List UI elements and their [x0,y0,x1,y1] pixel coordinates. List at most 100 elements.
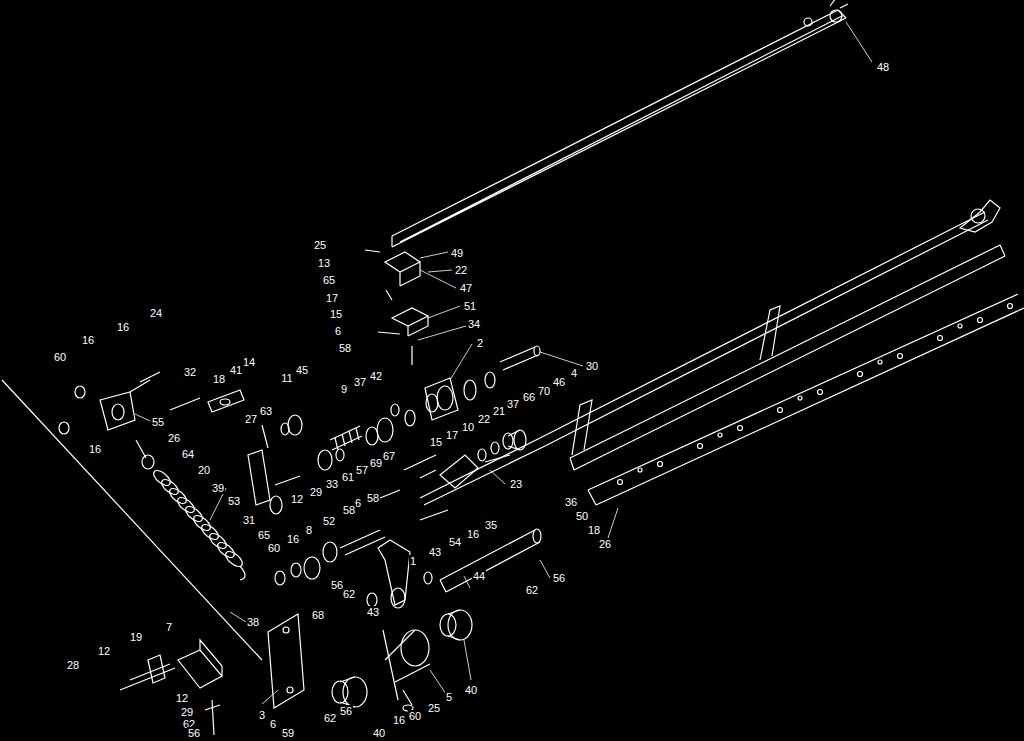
callout-number: 3 [258,709,266,721]
bearing-parts [281,346,540,488]
callout-number: 45 [295,364,309,376]
callout-number: 18 [587,524,601,536]
callout-number: 5 [445,691,453,703]
callout-number: 37 [506,398,520,410]
callout-number: 25 [427,702,441,714]
callout-number: 29 [180,706,194,718]
end-fitting [830,10,842,22]
callout-number: 9 [340,383,348,395]
callout-number: 67 [382,450,396,462]
bracket [392,308,428,336]
callout-number: 17 [445,429,459,441]
angle-rail [570,245,1005,470]
callout-number: 7 [165,621,173,633]
callout-number: 52 [322,515,336,527]
callout-number: 6 [334,325,342,337]
callout-number: 59 [281,727,295,739]
callout-number: 56 [552,572,566,584]
callout-number: 15 [329,308,343,320]
callout-number: 6 [269,718,277,730]
callout-number: 62 [525,584,539,596]
end-fitting [804,18,812,26]
callout-number: 60 [53,351,67,363]
callout-number: 58 [342,504,356,516]
callout-number: 26 [598,538,612,550]
callout-number: 17 [325,292,339,304]
lever [248,450,270,505]
callout-number: 69 [369,457,383,469]
end-fitting [830,0,848,8]
callout-number: 49 [450,247,464,259]
callout-number: 10 [461,421,475,433]
callout-number: 34 [467,318,481,330]
callout-number: 44 [472,570,486,582]
callout-number: 62 [342,588,356,600]
callout-number: 1 [409,555,417,567]
callout-number: 25 [313,239,327,251]
paddle-plate [572,306,780,455]
callout-number: 16 [81,334,95,346]
callout-number: 37 [353,376,367,388]
mounting-plate [283,627,289,633]
callout-number: 60 [267,542,281,554]
callout-number: 56 [187,727,201,739]
callout-number: 30 [585,360,599,372]
bracket [385,252,420,286]
callout-number: 23 [509,478,523,490]
pin [262,425,300,485]
callout-number: 63 [259,405,273,417]
callout-number: 40 [372,727,386,739]
strip-rail [588,294,1024,505]
callout-number: 16 [286,533,300,545]
callout-number: 36 [564,496,578,508]
callout-number: 42 [369,370,383,382]
shaft-end-frame [971,209,985,223]
wire [2,380,262,660]
lower-parts [275,490,541,711]
callout-number: 60 [408,710,422,722]
callout-number: 54 [448,536,462,548]
callout-number: 43 [366,606,380,618]
callout-number: 8 [305,524,313,536]
callout-number: 55 [151,416,165,428]
callout-number: 33 [325,478,339,490]
callout-number: 62 [323,712,337,724]
mounting-plate [287,687,293,693]
callout-number: 40 [464,684,478,696]
callout-number: 2 [476,337,484,349]
callout-number: 11 [280,372,293,384]
callout-number: 12 [175,692,189,704]
top-bar [392,10,846,247]
callout-number: 27 [244,413,258,425]
callout-number: 18 [212,373,226,385]
callout-number: 58 [366,492,380,504]
bolt [120,664,175,690]
callout-number: 47 [459,282,473,294]
callout-number: 32 [183,366,197,378]
callout-number: 51 [463,300,477,312]
callout-number: 38 [246,616,260,628]
shaft [420,212,988,505]
lever [270,496,282,514]
callout-number: 68 [311,609,325,621]
callout-number: 22 [477,413,491,425]
callout-number: 28 [66,659,80,671]
shaft-end-frame [960,200,1000,232]
callout-number: 56 [339,705,353,717]
callout-number: 4 [570,367,578,379]
callout-number: 61 [341,471,355,483]
bracket [178,640,222,688]
callout-number: 66 [522,391,536,403]
callout-number: 58 [338,342,352,354]
pin [205,700,220,735]
callout-number: 50 [575,510,589,522]
bolt [365,250,412,365]
callout-number: 19 [129,631,143,643]
callout-number: 12 [97,645,111,657]
callout-number: 15 [429,436,443,448]
leader-lines [135,22,872,704]
callout-number: 35 [484,519,498,531]
callout-number: 16 [392,714,406,726]
